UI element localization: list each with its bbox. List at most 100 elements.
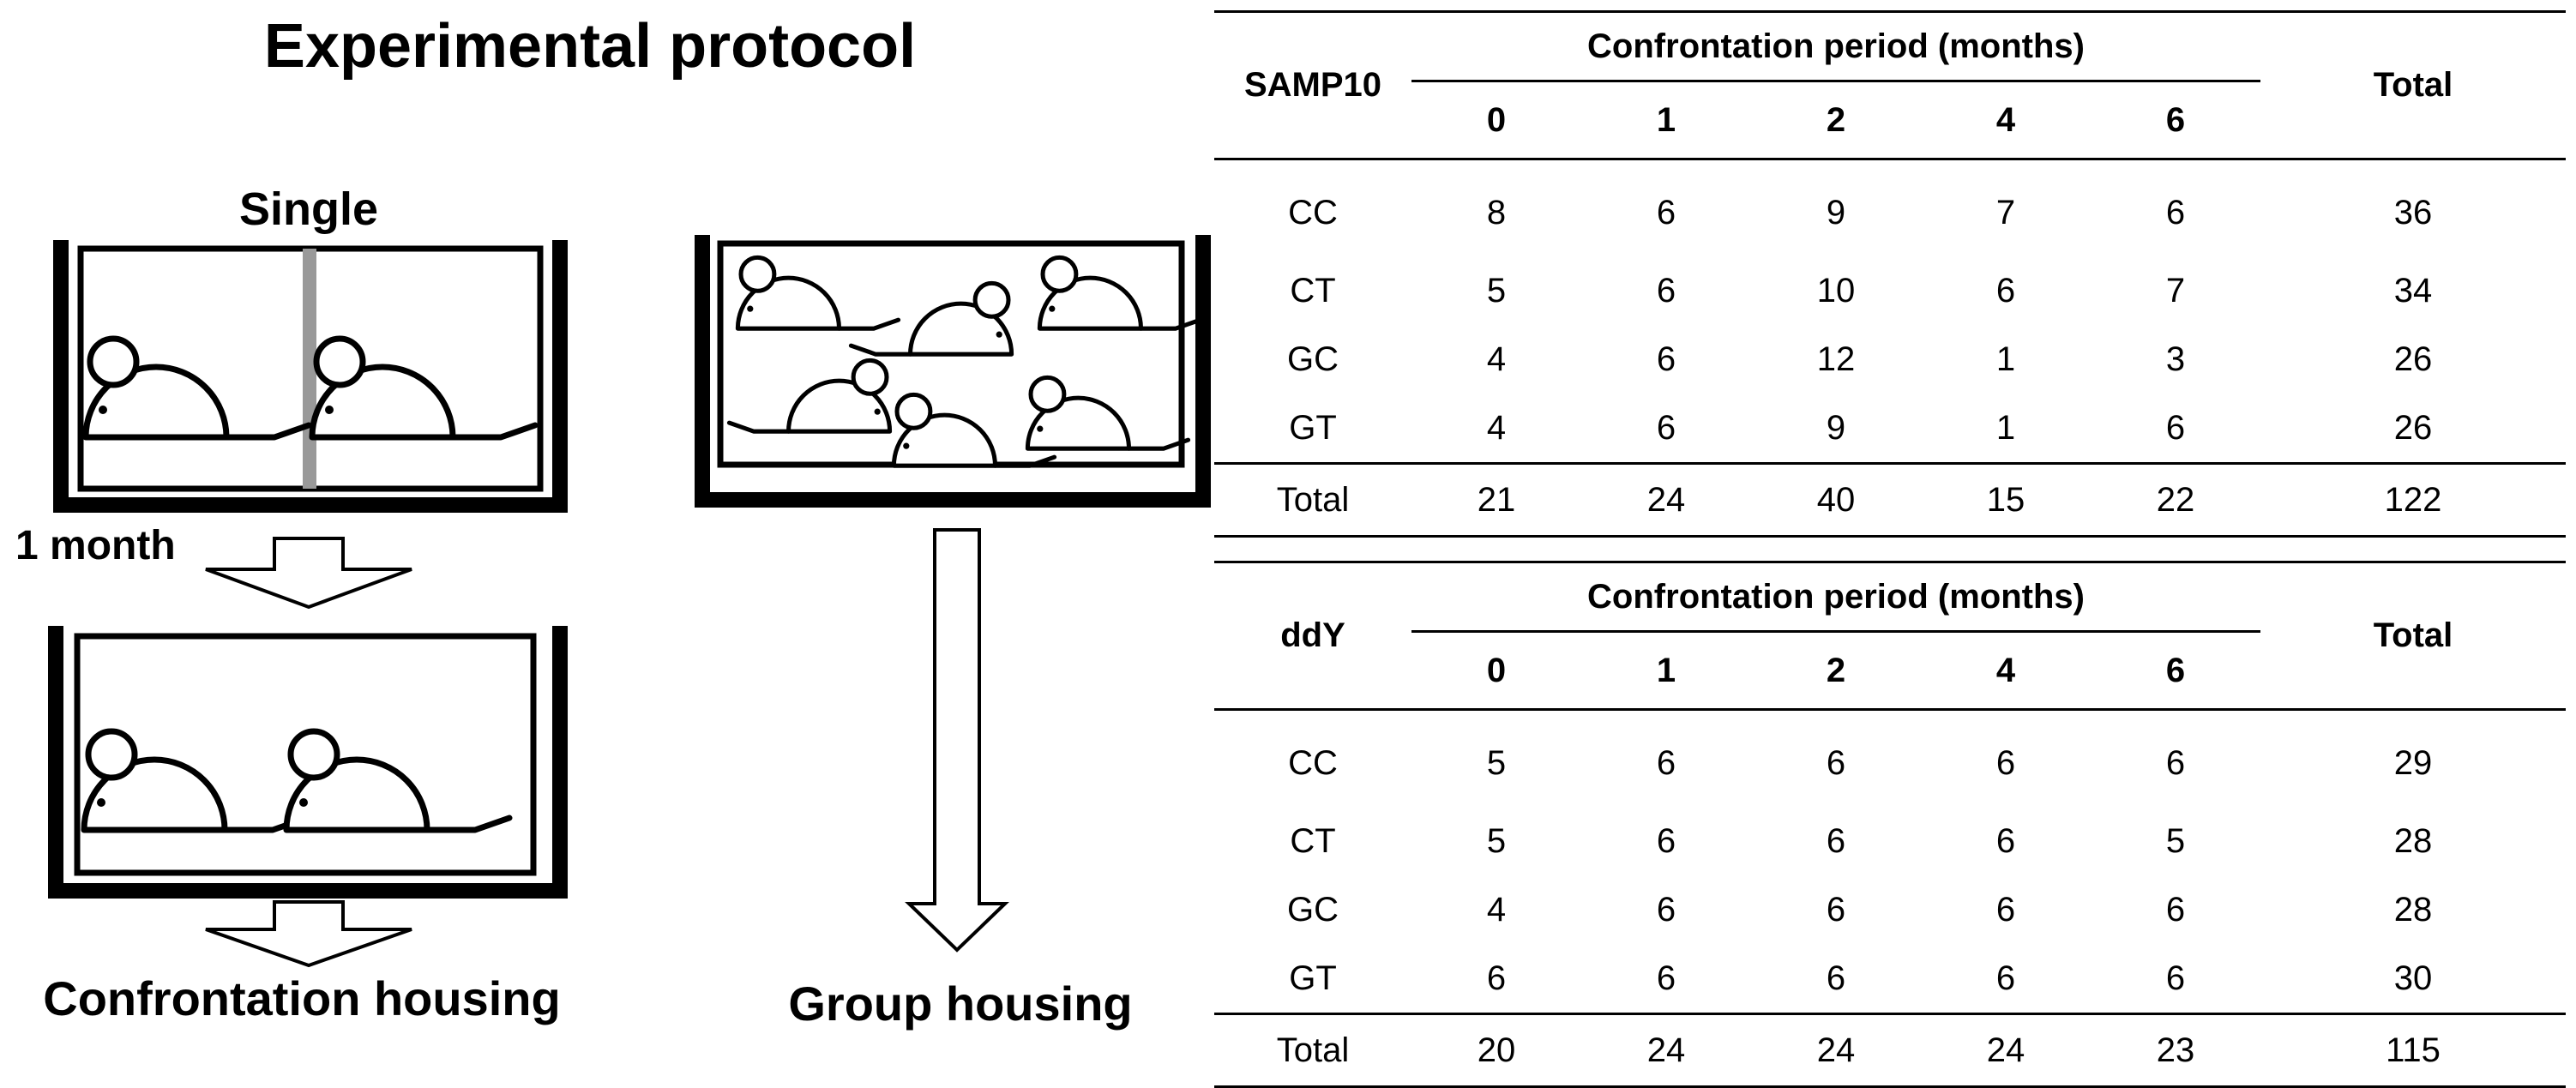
table-cell: 20 <box>1411 1013 1581 1088</box>
table-cell: 6 <box>1656 890 1676 929</box>
row-label: CT <box>1290 821 1336 860</box>
table-cell: 1 <box>1995 340 2016 378</box>
table-cell: 9 <box>1826 193 1846 231</box>
table-cell: 6 <box>1826 743 1846 782</box>
row-total: 115 <box>2260 1013 2566 1088</box>
table-cell: 24 <box>1581 1013 1751 1088</box>
row-label: GT <box>1289 408 1337 447</box>
table-cell: 4 <box>1486 340 1507 378</box>
table-cell: 23 <box>2091 1013 2260 1088</box>
table-row: CT 5 6 10 6 7 34 <box>1214 256 2566 325</box>
mouse-icon <box>286 731 509 830</box>
table-cell: 8 <box>1486 193 1507 231</box>
row-label: Total <box>1214 1013 1411 1088</box>
period-header: 0 <box>1411 631 1581 711</box>
table-cell: 10 <box>1816 271 1856 310</box>
table-cell: 24 <box>1751 1013 1921 1088</box>
table-cell: 6 <box>1995 271 2016 310</box>
table-cell: 21 <box>1411 462 1581 538</box>
row-total: 28 <box>2393 890 2433 929</box>
samp10-table: SAMP10 Confrontation period (months) Tot… <box>1214 10 2566 538</box>
strain-header: SAMP10 <box>1214 10 1411 160</box>
table-row: GT 4 6 9 1 6 26 <box>1214 394 2566 464</box>
table-row: GC 4 6 12 1 3 26 <box>1214 325 2566 394</box>
table-row: CT 5 6 6 6 5 28 <box>1214 807 2566 875</box>
table-cell: 5 <box>1486 821 1507 860</box>
row-label: CC <box>1288 743 1338 782</box>
table-cell: 6 <box>1826 890 1846 929</box>
table-cell: 6 <box>1656 959 1676 997</box>
row-label: CT <box>1290 271 1336 310</box>
mouse-icon <box>86 339 309 437</box>
table-cell: 5 <box>1486 743 1507 782</box>
table-cell: 24 <box>1921 1013 2091 1088</box>
table-cell: 6 <box>2165 193 2186 231</box>
table-cell: 6 <box>1486 959 1507 997</box>
table-cell: 6 <box>1656 340 1676 378</box>
total-row: Total 20 24 24 24 23 115 <box>1214 1013 2566 1088</box>
table-cell: 7 <box>2165 271 2186 310</box>
table-cell: 6 <box>1995 743 2016 782</box>
row-label: CC <box>1288 193 1338 231</box>
table-cell: 6 <box>1656 271 1676 310</box>
interval-label: 1 month <box>15 523 176 568</box>
period-header: 6 <box>2091 81 2260 160</box>
ddy-table: ddY Confrontation period (months) Total … <box>1214 561 2566 1088</box>
period-header: 4 <box>1921 81 2091 160</box>
row-label: GC <box>1287 340 1339 378</box>
period-header: 2 <box>1751 81 1921 160</box>
row-label: GC <box>1287 890 1339 929</box>
row-total: 30 <box>2393 959 2433 997</box>
table-row: CC 5 6 6 6 6 29 <box>1214 710 2566 808</box>
table-cell: 15 <box>1921 462 2091 538</box>
row-total: 34 <box>2393 271 2433 310</box>
mouse-icon <box>1027 377 1188 448</box>
table-cell: 6 <box>1656 408 1676 447</box>
table-cell: 6 <box>1826 821 1846 860</box>
single-label: Single <box>239 183 378 235</box>
row-total: 29 <box>2393 743 2433 782</box>
table-row: CC 8 6 9 7 6 36 <box>1214 159 2566 257</box>
period-header: 1 <box>1581 81 1751 160</box>
table-cell: 1 <box>1995 408 2016 447</box>
row-total: 26 <box>2393 340 2433 378</box>
table-cell: 22 <box>2091 462 2260 538</box>
total-header: Total <box>2260 10 2566 160</box>
row-label: Total <box>1214 462 1411 538</box>
table-cell: 40 <box>1751 462 1921 538</box>
table-cell: 6 <box>1995 890 2016 929</box>
mouse-icon <box>1039 257 1200 328</box>
period-header: 6 <box>2091 631 2260 711</box>
mouse-icon <box>729 360 889 431</box>
mouse-icon <box>737 257 898 328</box>
table-cell: 9 <box>1826 408 1846 447</box>
table-cell: 6 <box>1995 821 2016 860</box>
period-header: 1 <box>1581 631 1751 711</box>
table-cell: 6 <box>2165 959 2186 997</box>
diagram-title: Experimental protocol <box>264 12 916 81</box>
row-total: 28 <box>2393 821 2433 860</box>
total-row: Total 21 24 40 15 22 122 <box>1214 462 2566 538</box>
period-header: 2 <box>1751 631 1921 711</box>
table-cell: 6 <box>2165 743 2186 782</box>
group-label: Group housing <box>788 977 1132 1031</box>
table-cell: 3 <box>2165 340 2186 378</box>
mouse-icon <box>312 339 535 437</box>
row-total: 36 <box>2393 193 2433 231</box>
table-cell: 5 <box>1486 271 1507 310</box>
table-cell: 6 <box>1656 193 1676 231</box>
table-row: GC 4 6 6 6 6 28 <box>1214 875 2566 944</box>
table-cell: 24 <box>1581 462 1751 538</box>
table-cell: 6 <box>1656 821 1676 860</box>
strain-header: ddY <box>1214 561 1411 711</box>
row-total: 122 <box>2260 462 2566 538</box>
period-group-header: Confrontation period (months) <box>1411 10 2260 82</box>
table-row: GT 6 6 6 6 6 30 <box>1214 944 2566 1014</box>
table-cell: 6 <box>1826 959 1846 997</box>
row-total: 26 <box>2393 408 2433 447</box>
period-group-header: Confrontation period (months) <box>1411 561 2260 633</box>
table-cell: 6 <box>2165 890 2186 929</box>
arrow-down-icon <box>205 900 412 968</box>
table-cell: 6 <box>1656 743 1676 782</box>
total-header: Total <box>2260 561 2566 711</box>
